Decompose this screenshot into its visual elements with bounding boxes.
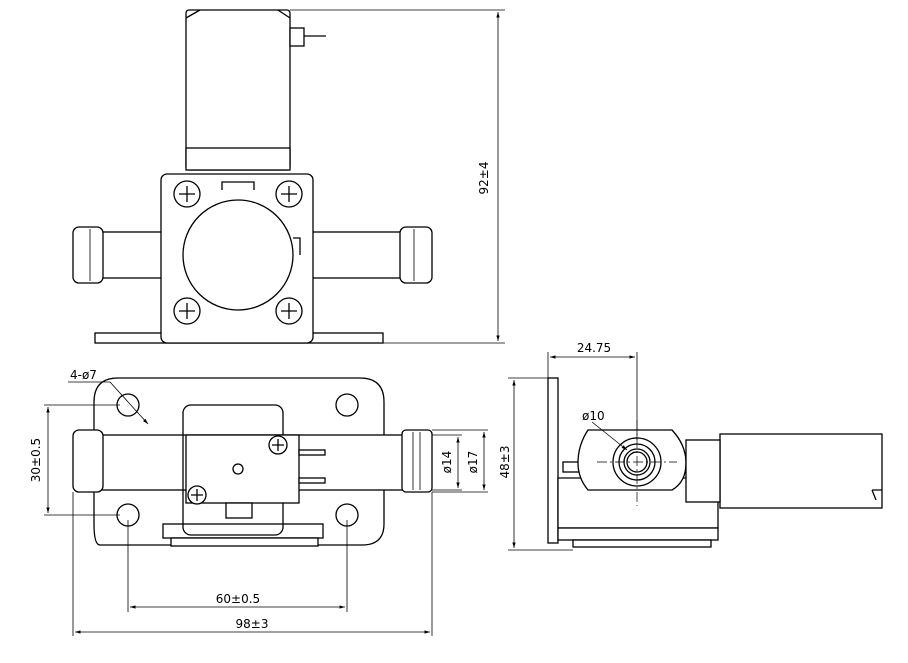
dim-side-height-48-label: 48±3 (498, 446, 512, 479)
top-left-barb (72, 429, 104, 493)
dim-outer-diameter-label: ø17 (466, 451, 480, 474)
side-lower-foot (572, 539, 712, 548)
front-coil-collar (185, 147, 291, 171)
dim-hole-spec-label: 4-ø7 (70, 368, 97, 382)
side-coil (719, 433, 883, 509)
front-coil (185, 9, 291, 171)
top-view: 4-ø7 30±0.5 ø14 ø17 60±0.5 98±3 (29, 368, 488, 636)
dim-hole-spacing-60-label: 60±0.5 (216, 592, 260, 606)
dim-inner-diameter: ø14 (432, 434, 462, 491)
front-view: 92±4 (72, 9, 505, 344)
hole-tr (335, 393, 359, 417)
dim-side-height-48: 48±3 (498, 377, 573, 551)
top-lower-plate (162, 523, 324, 539)
front-screw-bl (173, 297, 201, 325)
top-solenoid-tab (225, 502, 253, 519)
side-view: 24.75 ø10 48±3 (498, 341, 883, 551)
dim-overall-98: 98±3 (72, 492, 433, 636)
dim-inner-diameter-label: ø14 (440, 451, 454, 474)
front-left-barb (72, 226, 163, 284)
dim-outer-diameter: ø17 (432, 429, 488, 493)
side-lower-plate (557, 527, 719, 541)
dim-side-offset-label: 24.75 (577, 341, 611, 355)
hole-tl (116, 393, 140, 417)
front-screw-br (275, 297, 303, 325)
dim-port-diameter: ø10 (582, 409, 628, 451)
side-flange-plate (547, 377, 559, 544)
top-screw-2 (187, 485, 207, 505)
front-screw-tl (173, 180, 201, 208)
front-connector (289, 27, 305, 47)
dim-height-92: 92±4 (290, 9, 505, 344)
front-center-boss (182, 199, 294, 311)
top-screw-1 (268, 435, 288, 455)
dim-port-diameter-label: ø10 (582, 409, 605, 423)
dim-vertical-30-label: 30±0.5 (29, 438, 43, 482)
front-screw-tr (275, 180, 303, 208)
front-right-barb (311, 226, 433, 284)
top-lower-foot (170, 537, 319, 547)
top-right-barb (401, 429, 433, 493)
dim-vertical-30: 30±0.5 (29, 404, 120, 516)
dim-hole-spacing-60: 60±0.5 (127, 520, 348, 612)
dim-hole-spec: 4-ø7 (68, 368, 149, 425)
dim-height-92-label: 92±4 (477, 162, 491, 195)
side-coil-collar (685, 439, 721, 503)
dim-overall-98-label: 98±3 (236, 617, 269, 631)
dim-side-offset: 24.75 (547, 341, 638, 440)
